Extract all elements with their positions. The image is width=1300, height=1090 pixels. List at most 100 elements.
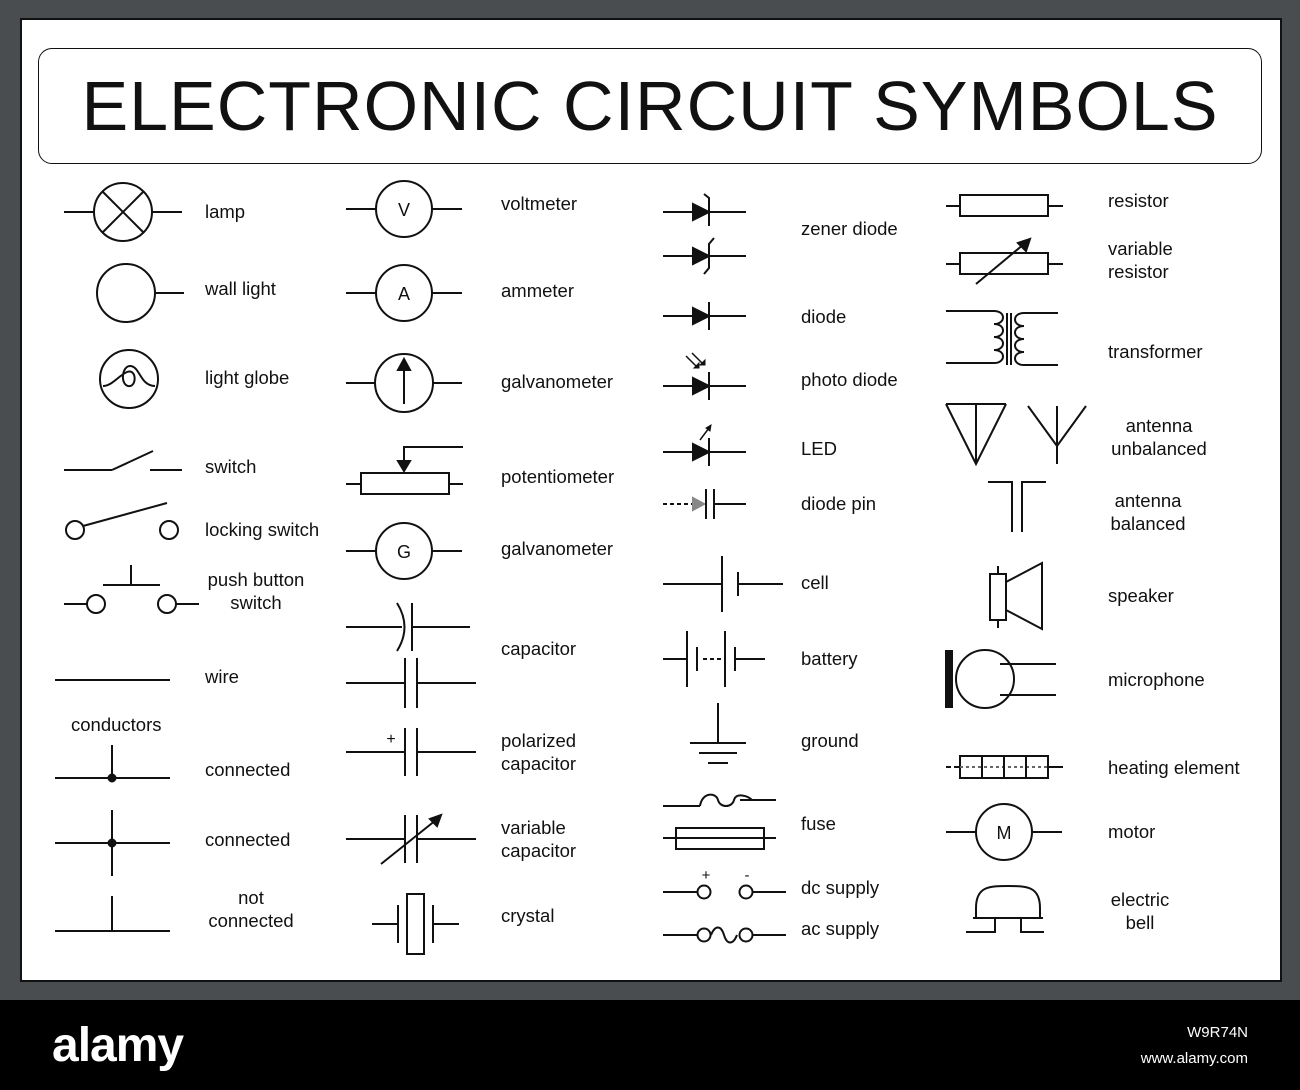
locking-switch-symbol <box>65 502 179 540</box>
label-ammeter: ammeter <box>501 280 574 301</box>
label-voltmeter: voltmeter <box>501 193 578 214</box>
label-light-globe: light globe <box>205 367 290 388</box>
label-ground: ground <box>801 730 859 751</box>
label-variable-cap-line2: capacitor <box>501 840 577 861</box>
galvanometer-symbol-1 <box>346 353 462 413</box>
fuse-symbol-1 <box>663 793 776 807</box>
zener-diode-symbol-2 <box>663 237 746 275</box>
crystal-symbol <box>372 893 459 955</box>
label-fuse: fuse <box>801 813 836 834</box>
label-capacitor: capacitor <box>501 638 577 659</box>
label-connected-1: connected <box>205 759 291 780</box>
diode-pin-symbol <box>663 489 746 519</box>
label-wire: wire <box>205 666 239 687</box>
label-electric-bell: electric bell <box>1104 888 1176 934</box>
label-cell: cell <box>801 572 829 593</box>
antenna-unbalanced-symbol <box>945 403 1087 467</box>
label-conductors: conductors <box>71 714 162 735</box>
connected-symbol-1 <box>55 745 170 783</box>
symbols-drawing: V A G <box>55 180 1087 955</box>
lamp-symbol <box>64 182 182 242</box>
label-led: LED <box>801 438 837 459</box>
polarized-capacitor-symbol: + <box>346 728 476 776</box>
not-connected-symbol <box>55 896 170 932</box>
label-dc-supply: dc supply <box>801 877 880 898</box>
label-heating-element: heating element <box>1108 757 1240 778</box>
dc-minus-sign: - <box>745 867 750 884</box>
page-title: ELECTRONIC CIRCUIT SYMBOLS <box>81 67 1219 145</box>
stock-url: www.alamy.com <box>1140 1050 1248 1067</box>
stock-logo: alamy <box>52 1019 184 1072</box>
label-connected-2: connected <box>205 829 291 850</box>
dc-plus-sign: + <box>702 867 711 884</box>
ground-symbol <box>690 703 746 764</box>
electric-bell-symbol <box>966 884 1044 933</box>
label-antenna-unbalanced: antenna unbalanced <box>1104 414 1214 460</box>
light-globe-symbol <box>99 349 159 409</box>
speaker-symbol <box>989 561 1043 631</box>
label-variable-res-line2: resistor <box>1108 261 1169 282</box>
label-not-connected-line2: connected <box>208 910 294 931</box>
label-crystal: crystal <box>501 905 555 926</box>
label-polarized-line2: capacitor <box>501 753 577 774</box>
label-antenna-bal-line2: balanced <box>1110 513 1186 534</box>
label-not-connected: not connected <box>201 886 301 932</box>
push-button-switch-symbol <box>64 565 199 614</box>
label-battery: battery <box>801 648 858 669</box>
wall-light-symbol <box>96 263 184 323</box>
dc-supply-symbol: + - <box>663 867 786 900</box>
label-electric-bell-line2: bell <box>1125 912 1155 933</box>
label-electric-bell-line1: electric <box>1110 889 1170 910</box>
stock-image-id: W9R74N <box>1187 1024 1248 1041</box>
resistor-symbol <box>946 194 1063 217</box>
label-push-button-line1: push button <box>207 569 305 590</box>
cell-symbol <box>663 556 783 612</box>
switch-symbol <box>64 450 182 471</box>
label-locking-switch: locking switch <box>205 519 320 540</box>
label-lamp: lamp <box>205 201 246 222</box>
galvanometer-glyph: G <box>397 542 411 562</box>
label-speaker: speaker <box>1108 585 1174 606</box>
label-switch: switch <box>205 456 257 477</box>
label-push-button-line2: switch <box>230 592 282 613</box>
label-galvanometer-1: galvanometer <box>501 371 614 392</box>
label-motor: motor <box>1108 821 1156 842</box>
label-polarized-capacitor: polarized capacitor <box>501 729 576 775</box>
photo-diode-symbol <box>663 352 746 400</box>
microphone-symbol <box>945 649 1056 709</box>
galvanometer-symbol-2: G <box>346 522 462 580</box>
fuse-symbol-2 <box>663 827 776 850</box>
label-microphone: microphone <box>1108 669 1205 690</box>
voltmeter-symbol: V <box>346 180 462 238</box>
variable-resistor-symbol <box>946 237 1063 285</box>
ac-supply-symbol <box>663 926 786 944</box>
antenna-balanced-symbol <box>988 481 1046 532</box>
symbols-chart: ELECTRONIC CIRCUIT SYMBOLS <box>20 18 1282 982</box>
battery-symbol <box>663 631 765 687</box>
label-variable-resistor: variable resistor <box>1108 237 1173 283</box>
motor-symbol: M <box>946 803 1062 861</box>
label-diode: diode <box>801 306 847 327</box>
label-diode-pin: diode pin <box>801 493 877 514</box>
voltmeter-glyph: V <box>398 200 410 220</box>
label-ac-supply: ac supply <box>801 918 880 939</box>
capacitor-symbol-2 <box>346 658 476 708</box>
label-galvanometer-2: galvanometer <box>501 538 614 559</box>
heating-element-symbol <box>946 755 1063 779</box>
label-antenna-balanced: antenna balanced <box>1104 489 1192 535</box>
label-transformer: transformer <box>1108 341 1203 362</box>
label-antenna-unb-line1: antenna <box>1125 415 1193 436</box>
label-push-button-switch: push button switch <box>200 568 312 614</box>
label-zener-diode: zener diode <box>801 218 898 239</box>
motor-glyph: M <box>997 823 1012 843</box>
ammeter-glyph: A <box>398 284 410 304</box>
label-variable-res-line1: variable <box>1108 238 1173 259</box>
ammeter-symbol: A <box>346 264 462 322</box>
label-variable-cap-line1: variable <box>501 817 566 838</box>
label-not-connected-line1: not <box>238 887 264 908</box>
potentiometer-symbol <box>346 446 463 495</box>
led-symbol <box>663 424 746 466</box>
plus-sign: + <box>386 731 395 748</box>
diode-symbol <box>663 302 746 330</box>
zener-diode-symbol-1 <box>663 193 746 226</box>
